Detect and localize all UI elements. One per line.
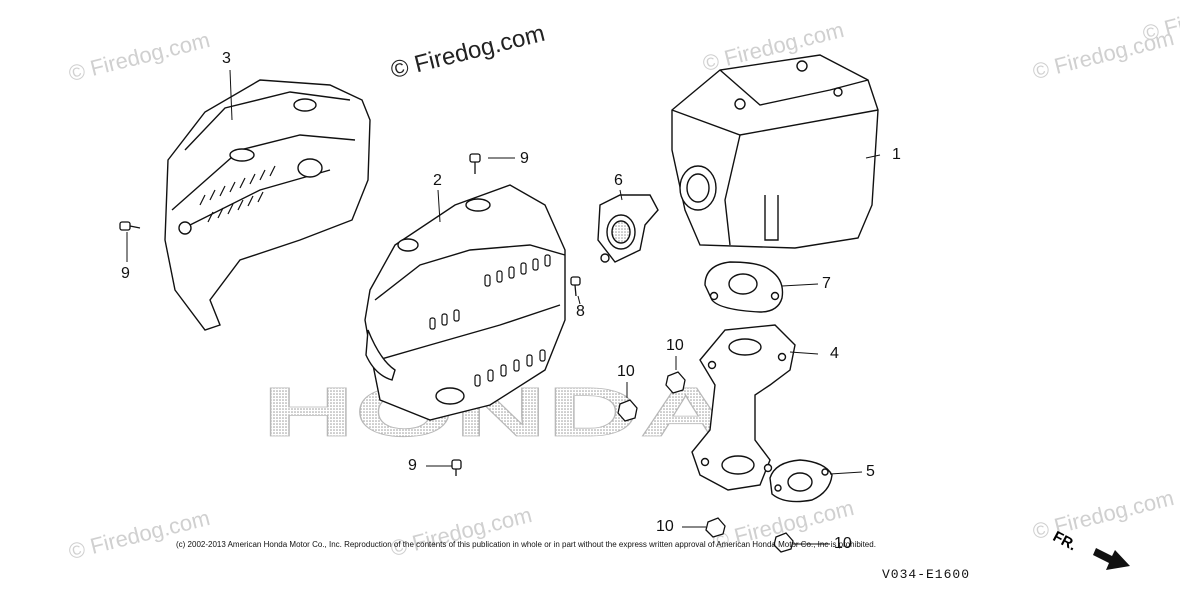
callout-3: 3 <box>222 50 231 67</box>
callout-10-b: 10 <box>666 337 684 354</box>
gasket-upper-part <box>704 261 784 313</box>
muffler-part <box>671 54 879 249</box>
callout-8: 8 <box>576 303 585 320</box>
callout-2: 2 <box>433 172 442 189</box>
callout-1: 1 <box>892 146 901 163</box>
exhaust-pipe-part <box>691 324 796 491</box>
gasket-lower-part <box>769 459 833 503</box>
protector-upper-part <box>164 79 371 331</box>
spark-arrester-part <box>597 194 659 263</box>
callout-9-bottom: 9 <box>408 457 417 474</box>
callout-9-left: 9 <box>121 265 130 282</box>
protector-lower-part <box>364 184 566 421</box>
callout-4: 4 <box>830 345 839 362</box>
bolt-9-top <box>469 153 481 174</box>
nut-10 <box>617 371 794 553</box>
callout-5: 5 <box>866 463 875 480</box>
callout-10-d: 10 <box>834 535 852 552</box>
screw-8 <box>570 276 581 297</box>
bolt-9-left <box>119 221 141 231</box>
copyright-notice: (c) 2002-2013 American Honda Motor Co., … <box>176 540 876 549</box>
front-arrow-icon <box>1093 548 1130 570</box>
bolt-9-bottom <box>451 459 462 476</box>
callout-6: 6 <box>614 172 623 189</box>
callout-10-c: 10 <box>656 518 674 535</box>
diagram-code: V034-E1600 <box>882 567 971 582</box>
callout-7: 7 <box>822 275 831 292</box>
leader-lines <box>126 69 881 545</box>
callout-9-top: 9 <box>520 150 529 167</box>
callout-10-a: 10 <box>617 363 635 380</box>
